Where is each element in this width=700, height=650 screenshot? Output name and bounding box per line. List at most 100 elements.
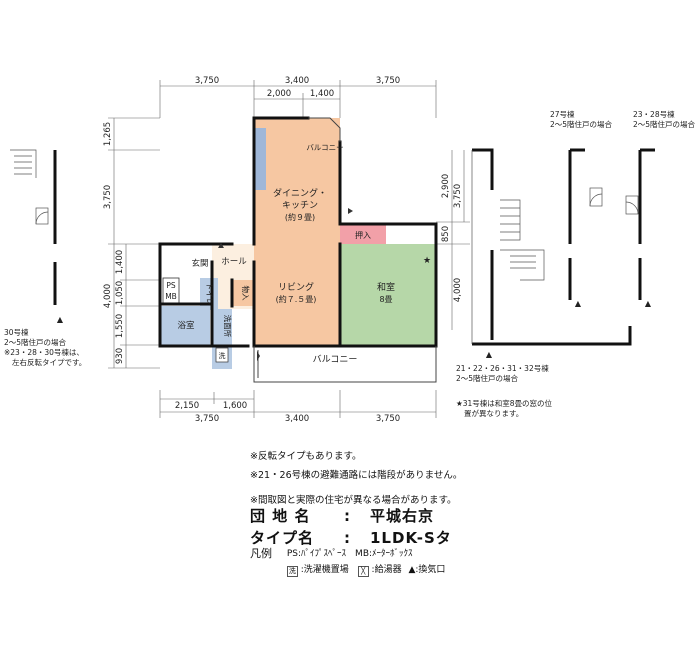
dim-bottom-sub-2: 1,600 [223, 401, 247, 411]
legend: 凡例 PS:ﾊﾟｲﾌﾟｽﾍﾟｰｽ MB:ﾒｰﾀｰﾎﾞｯｸｽ 洗 :洗濯機置場 ╳… [250, 546, 445, 578]
right-variant-a-plan [471, 148, 632, 346]
dim-bottom-1: 3,750 [195, 414, 219, 424]
type-row: タイプ名: 1LDK-Sタ [250, 527, 452, 549]
washer-label: 洗 [219, 351, 226, 360]
info-block: 団 地 名: 平城右京 タイプ名: 1LDK-Sタ [250, 505, 452, 549]
washitsu-size: 8畳 [379, 295, 392, 304]
walls [158, 116, 438, 348]
dining-kitchen-size: (約９畳) [285, 212, 315, 222]
dim-top-sub-1: 2,000 [267, 89, 291, 99]
dim-left-5: 1,050 [115, 281, 125, 305]
right-b-note-1: 27号棟 [550, 109, 575, 119]
svg-text:▲: ▲ [645, 299, 652, 308]
water-heater-mark: ╳ [357, 566, 369, 577]
vent-marker-balcony [257, 351, 260, 361]
star-note-1: ★31号棟は和室8畳の窓の位 [456, 398, 553, 408]
dim-right-2: 3,750 [453, 184, 463, 208]
ldk-area [254, 118, 340, 346]
mb-label: MB [165, 292, 177, 301]
dim-top-3: 3,750 [376, 76, 400, 86]
wash-mark: 洗 [286, 566, 298, 577]
legend-line-2: 洗 :洗濯機置場 ╳ :給湯器 ▲:換気口 [286, 562, 446, 578]
note-reverse: ※反転タイプもあります。 [250, 451, 362, 462]
washitsu-label: 和室 [377, 281, 395, 293]
dim-left-4: 4,000 [103, 284, 113, 308]
oshiire-label: 押入 [355, 230, 371, 240]
vent-marker-kitchen [348, 208, 353, 214]
complex-row: 団 地 名: 平城右京 [250, 505, 452, 527]
right-dimension-lines [436, 150, 470, 330]
left-note-1: 30号棟 [4, 327, 29, 337]
dim-right-3: 850 [441, 226, 451, 242]
hall-label: ホール [221, 257, 247, 267]
note-disclaimer: ※間取図と実際の住宅が異なる場合があります。 [250, 495, 457, 506]
legend-wash: :洗濯機置場 [300, 565, 349, 575]
type-label: タイプ名 [250, 529, 315, 547]
dim-top-sub-2: 1,400 [310, 89, 334, 99]
storage-area [232, 280, 254, 306]
storage-label: 物入 [241, 286, 251, 301]
dim-top-2: 3,400 [285, 76, 309, 86]
dim-left-7: 930 [115, 348, 125, 364]
complex-separator: : [344, 507, 351, 525]
left-dimension-lines [108, 117, 160, 369]
toilet-label: トイレ [205, 283, 214, 306]
dim-bottom-2: 3,400 [285, 414, 309, 424]
legend-heater: :給湯器 [371, 565, 402, 575]
complex-value: 平城右京 [370, 507, 435, 525]
right-c-note-2: 2～5階住戸の場合 [633, 119, 696, 129]
complex-label: 団 地 名 [250, 507, 311, 525]
right-a-note-2: 2～5階住戸の場合 [456, 373, 519, 383]
left-note-4: 左右反転タイプです。 [12, 357, 86, 367]
note-stairs: ※21・26号棟の避難通路には階段がありません。 [250, 470, 463, 481]
svg-text:▲: ▲ [57, 315, 64, 324]
right-variant-c-plan [625, 148, 655, 300]
star-marker: ★ [423, 256, 431, 266]
right-b-note-2: 2～5階住戸の場合 [550, 119, 613, 129]
dining-kitchen-label: ダイニング・ [273, 187, 327, 199]
living-size: (約７.５畳) [276, 294, 317, 304]
left-note-3: ※23・28・30号棟は、 [4, 347, 84, 357]
notes-block: ※反転タイプもあります。 ※21・26号棟の避難通路には階段がありません。 ※間… [250, 447, 462, 510]
dim-right-1: 2,900 [441, 174, 451, 198]
star-note-2: 置が異なります。 [464, 408, 523, 418]
type-value: 1LDK-Sタ [370, 529, 452, 547]
top-dimension-lines [159, 80, 437, 118]
dim-left-1: 1,265 [103, 122, 113, 146]
legend-line-1: PS:ﾊﾟｲﾌﾟｽﾍﾟｰｽ MB:ﾒｰﾀｰﾎﾞｯｸｽ [286, 549, 413, 559]
oshiire-closet [340, 224, 386, 244]
svg-text:▲: ▲ [486, 350, 493, 359]
vent-marker-hall [218, 243, 224, 248]
balcony-top-label: バルコニー [306, 143, 343, 152]
dim-bottom-3: 3,750 [376, 414, 400, 424]
floor-plan: 3,750 3,400 3,750 2,000 1,400 1,265 3,75… [4, 76, 696, 424]
washitsu-room [340, 244, 436, 346]
kitchen-counter [254, 128, 266, 190]
bath-area [160, 306, 210, 346]
balcony-bottom-label: バルコニー [313, 354, 358, 365]
left-variant-plan [10, 149, 57, 305]
dim-left-2: 3,750 [103, 185, 113, 209]
right-c-note-1: 23・28号棟 [633, 109, 675, 119]
type-separator: : [344, 529, 351, 547]
right-variant-b-plan [568, 148, 603, 300]
dining-kitchen-label-2: キッチン [282, 200, 318, 211]
legend-title: 凡例 [250, 547, 272, 560]
right-a-note-1: 21・22・26・31・32号棟 [456, 363, 549, 373]
dim-right-4: 4,000 [453, 278, 463, 302]
legend-vent: ▲:換気口 [408, 565, 446, 575]
washer-box [215, 347, 229, 363]
dim-top-1: 3,750 [195, 76, 219, 86]
genkan-label: 玄関 [191, 258, 208, 269]
washroom-label: 洗面所 [223, 315, 233, 338]
ps-label: PS [166, 281, 176, 290]
dim-left-3: 1,400 [115, 250, 125, 274]
bottom-dimension-lines [159, 390, 437, 418]
living-label: リビング [278, 281, 314, 293]
dim-bottom-sub-1: 2,150 [175, 401, 199, 411]
svg-text:▲: ▲ [575, 299, 582, 308]
hall-area [212, 244, 254, 269]
left-note-2: 2～5階住戸の場合 [4, 337, 67, 347]
dim-left-6: 1,550 [115, 314, 125, 338]
bath-label: 浴室 [177, 320, 195, 331]
